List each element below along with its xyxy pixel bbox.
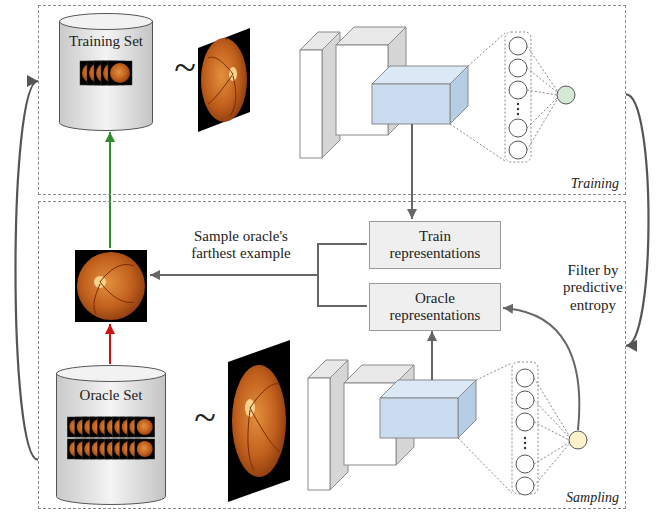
thumbnail [110, 63, 130, 83]
dense-layer [534, 400, 570, 438]
fundus-image [228, 340, 290, 502]
stage-label: Sampling [566, 490, 619, 506]
cnn-layer [450, 66, 468, 124]
dense-layer [509, 37, 527, 55]
filter-arrow [503, 308, 579, 430]
stage-label: Training [571, 176, 619, 192]
dense-layer [516, 369, 534, 387]
cylinder-body [57, 373, 166, 504]
dense-layer [527, 98, 558, 150]
dense-layer [527, 90, 557, 95]
dense-layer [516, 477, 534, 495]
dense-layer [505, 32, 531, 162]
dense-layer [450, 124, 505, 161]
tilde-symbol: ~ [183, 398, 227, 438]
fundus-image [201, 38, 247, 122]
dataset-label: Oracle Set [80, 387, 143, 404]
dataset-label: Training Set [69, 33, 143, 50]
dense-layer [524, 442, 526, 444]
dense-layer [476, 363, 512, 380]
thumbnail [135, 417, 155, 437]
cnn-layer [300, 27, 468, 158]
dense-layer [557, 86, 575, 104]
stage-panel: Training Training Set [38, 5, 626, 195]
feature-arrow [431, 331, 433, 380]
dense-layer [517, 103, 519, 105]
dense-layer [527, 46, 558, 92]
tilde-symbol: ~ [163, 48, 207, 88]
dense-layer [517, 108, 519, 110]
bracket [150, 274, 318, 276]
dense-layer [509, 81, 527, 99]
fundus-image [94, 265, 134, 314]
dense-layer [517, 113, 519, 115]
cycle-arrow [626, 94, 649, 345]
cycle-arrow [16, 81, 39, 460]
dense-layer [524, 447, 526, 449]
thumbnail [137, 419, 153, 435]
draw-arrow [109, 324, 111, 364]
dense-layer [534, 442, 570, 464]
thumbnail [135, 439, 155, 459]
cylinder-top [60, 14, 153, 30]
cylinder-top [57, 366, 166, 382]
dense-layer [458, 362, 587, 495]
cnn-layer [300, 50, 322, 158]
fundus-image [208, 57, 236, 116]
cnn-layer [308, 360, 476, 490]
bracket [318, 244, 367, 306]
dense-layer [527, 68, 558, 93]
stage-panel: Sampling Train representationsOracle repr… [38, 201, 626, 509]
dense-layer [516, 455, 534, 473]
cnn-layer [308, 378, 330, 490]
cylinder-outline [59, 13, 153, 131]
add-arrow [109, 132, 111, 248]
cylinder-body [60, 21, 153, 131]
cnn-layer [372, 84, 450, 124]
fundus-image [75, 250, 147, 322]
feature-arrow [411, 124, 413, 219]
dense-layer [509, 141, 527, 159]
action-label: Sample oracle's farthest example [178, 228, 304, 263]
dense-layer [450, 32, 575, 162]
dense-layer [512, 362, 538, 494]
dense-layer [509, 119, 527, 137]
dense-layer [458, 438, 512, 493]
cylinder-outline [56, 365, 166, 505]
fundus-image [232, 365, 286, 477]
dense-layer [509, 59, 527, 77]
dense-layer [524, 437, 526, 439]
fundus-image [228, 340, 290, 502]
dense-layer [534, 422, 569, 440]
action-label: Filter by predictive entropy [552, 262, 634, 314]
dense-layer [516, 391, 534, 409]
dense-layer [534, 378, 570, 437]
cnn-layer [458, 380, 476, 438]
cnn-layer [380, 398, 458, 438]
fundus-image [75, 250, 147, 322]
fundus-image [198, 28, 250, 132]
dense-layer [534, 443, 570, 486]
fundus-image [248, 384, 280, 470]
dense-layer [569, 431, 587, 449]
dense-layer [516, 413, 534, 431]
box-label: Oracle representations [378, 290, 492, 325]
process-box: Oracle representations [369, 283, 501, 331]
thumbnail [108, 61, 132, 85]
box-label: Train representations [378, 228, 492, 263]
dense-layer [468, 33, 505, 66]
thumbnail [137, 441, 153, 457]
dataset-cylinder: Oracle Set [56, 365, 166, 505]
dense-layer [527, 97, 558, 128]
process-box: Train representations [369, 221, 501, 269]
dataset-cylinder: Training Set [59, 13, 153, 131]
fundus-image [198, 28, 250, 132]
fundus-image [77, 252, 145, 320]
